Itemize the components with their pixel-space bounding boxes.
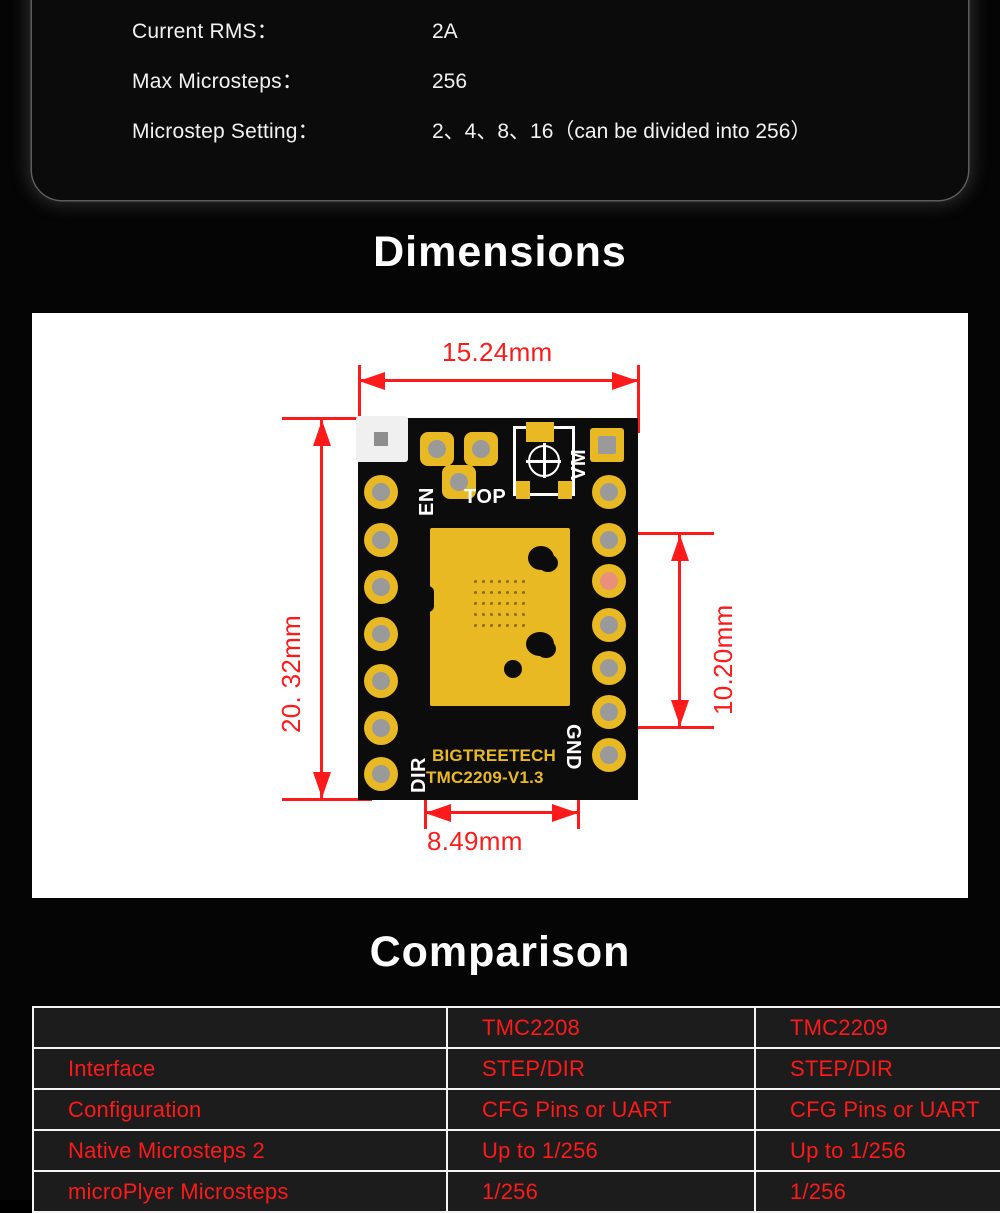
- pad-right: [592, 564, 626, 598]
- section-heading-dimensions: Dimensions: [373, 228, 627, 276]
- dimensions-figure-panel: 15.24mm 20. 32mm 10.20mm 8.49mm: [32, 313, 968, 898]
- spec-row: Current RMS： 2A: [132, 15, 968, 65]
- table-cell-tmc2208: STEP/DIR: [446, 1047, 756, 1090]
- pad-left: [364, 475, 398, 509]
- table-cell-tmc2209: STEP/DIR: [754, 1047, 1000, 1090]
- dim-line-inner-height: [678, 534, 681, 728]
- dim-arrow-inner-width-right: [552, 803, 578, 822]
- driver-chip: [424, 528, 570, 706]
- pot-tab: [516, 481, 530, 499]
- dim-arrow-width-right: [612, 371, 638, 390]
- pad-left: [364, 711, 398, 745]
- chip-blob: [536, 640, 556, 658]
- table-cell-feature: Configuration: [32, 1088, 448, 1131]
- dim-label-inner-height: 10.20mm: [708, 604, 738, 715]
- dim-arrow-width-left: [359, 371, 385, 390]
- dim-label-width: 15.24mm: [442, 337, 553, 367]
- spec-row-list: Current RMS： 2A Max Microsteps： 256 Micr…: [132, 15, 968, 165]
- table-cell-feature: Native Microsteps 2: [32, 1129, 448, 1172]
- table-row: Native Microsteps 2 Up to 1/256 Up to 1/…: [32, 1129, 1000, 1172]
- pot-knob: [526, 443, 561, 478]
- pad-right: [592, 738, 626, 772]
- comparison-table: TMC2208 TMC2209 Interface STEP/DIR STEP/…: [32, 1006, 1000, 1213]
- chip-dot-grid: [474, 580, 526, 628]
- spec-value-max-microsteps: 256: [432, 70, 468, 93]
- silk-label-vm: VM: [568, 449, 590, 480]
- pad-right: [592, 475, 626, 509]
- table-cell-tmc2208: 1/256: [446, 1170, 756, 1213]
- table-header-blank: [32, 1006, 448, 1049]
- pad-left: [364, 757, 398, 791]
- pad-left: [364, 523, 398, 557]
- smd-component-icon: [356, 416, 408, 462]
- table-row: Interface STEP/DIR STEP/DIR: [32, 1047, 1000, 1090]
- pad-right: [592, 523, 626, 557]
- chip-blob: [504, 660, 522, 678]
- spec-label-microstep-setting: Microstep Setting：: [132, 120, 319, 143]
- dim-arrow-inner-width-left: [425, 803, 451, 822]
- table-header-tmc2208: TMC2208: [446, 1006, 756, 1049]
- spec-label-max-microsteps: Max Microsteps：: [132, 70, 304, 93]
- dim-label-inner-width: 8.49mm: [427, 826, 523, 856]
- pad-top-inner: [420, 432, 454, 466]
- dim-tick-left-top: [358, 365, 361, 433]
- dim-arrow-height-top: [312, 420, 331, 446]
- dim-tick-top-right: [580, 532, 714, 535]
- pad-left: [364, 617, 398, 651]
- dim-line-inner-width: [427, 811, 578, 814]
- spec-card: Current RMS： 2A Max Microsteps： 256 Micr…: [32, 0, 968, 200]
- pad-top-inner: [442, 465, 476, 499]
- table-cell-feature: microPlyer Microsteps: [32, 1170, 448, 1213]
- dim-label-height: 20. 32mm: [276, 614, 306, 733]
- pad-left: [364, 664, 398, 698]
- spec-label-current-rms: Current RMS：: [132, 20, 278, 43]
- spec-row: Max Microsteps： 256: [132, 65, 968, 115]
- potentiometer-icon: [513, 422, 575, 499]
- spec-value-current-rms: 2A: [432, 20, 458, 43]
- table-cell-tmc2208: Up to 1/256: [446, 1129, 756, 1172]
- dim-tick-right-top: [637, 365, 640, 433]
- dim-arrow-inner-height-bottom: [670, 700, 689, 726]
- spec-row: Microstep Setting： 2、4、8、16（can be divid…: [132, 115, 968, 165]
- silk-label-en: EN: [416, 487, 438, 516]
- dim-line-width: [361, 379, 638, 382]
- pot-tab: [558, 481, 572, 499]
- table-cell-tmc2209: Up to 1/256: [754, 1129, 1000, 1172]
- dim-tick-top-left: [282, 417, 372, 420]
- table-cell-tmc2209: CFG Pins or UART: [754, 1088, 1000, 1131]
- pad-right: [592, 651, 626, 685]
- pad-vm: [590, 428, 624, 462]
- pcb-board-image: TOP EN VM DIR GND BIGTREETECH TMC2209-V1…: [356, 416, 638, 800]
- section-heading-comparison: Comparison: [369, 928, 631, 976]
- silk-label-gnd: GND: [562, 724, 584, 770]
- chip-blob: [538, 554, 558, 572]
- pot-tab: [526, 422, 554, 442]
- dim-tick-bottom-left: [282, 798, 372, 801]
- table-row: Configuration CFG Pins or UART CFG Pins …: [32, 1088, 1000, 1131]
- pad-left: [364, 570, 398, 604]
- table-cell-tmc2209: 1/256: [754, 1170, 1000, 1213]
- table-header-row: TMC2208 TMC2209: [32, 1006, 1000, 1049]
- chip-notch: [424, 586, 434, 612]
- table-row: microPlyer Microsteps 1/256 1/256: [32, 1170, 1000, 1213]
- brand-text-line1: BIGTREETECH: [432, 746, 557, 765]
- dim-tick-bottom-right: [600, 726, 714, 729]
- silk-label-top: TOP: [464, 486, 507, 508]
- spec-value-microstep-setting: 2、4、8、16（can be divided into 256）: [432, 120, 812, 143]
- table-cell-tmc2208: CFG Pins or UART: [446, 1088, 756, 1131]
- dim-arrow-inner-height-top: [670, 535, 689, 561]
- dim-line-height: [320, 419, 323, 800]
- table-cell-feature: Interface: [32, 1047, 448, 1090]
- brand-text-line2: TMC2209-V1.3: [426, 768, 544, 787]
- pad-right: [592, 695, 626, 729]
- dim-arrow-height-bottom: [312, 772, 331, 798]
- pad-top-inner: [464, 432, 498, 466]
- pad-right: [592, 608, 626, 642]
- table-header-tmc2209: TMC2209: [754, 1006, 1000, 1049]
